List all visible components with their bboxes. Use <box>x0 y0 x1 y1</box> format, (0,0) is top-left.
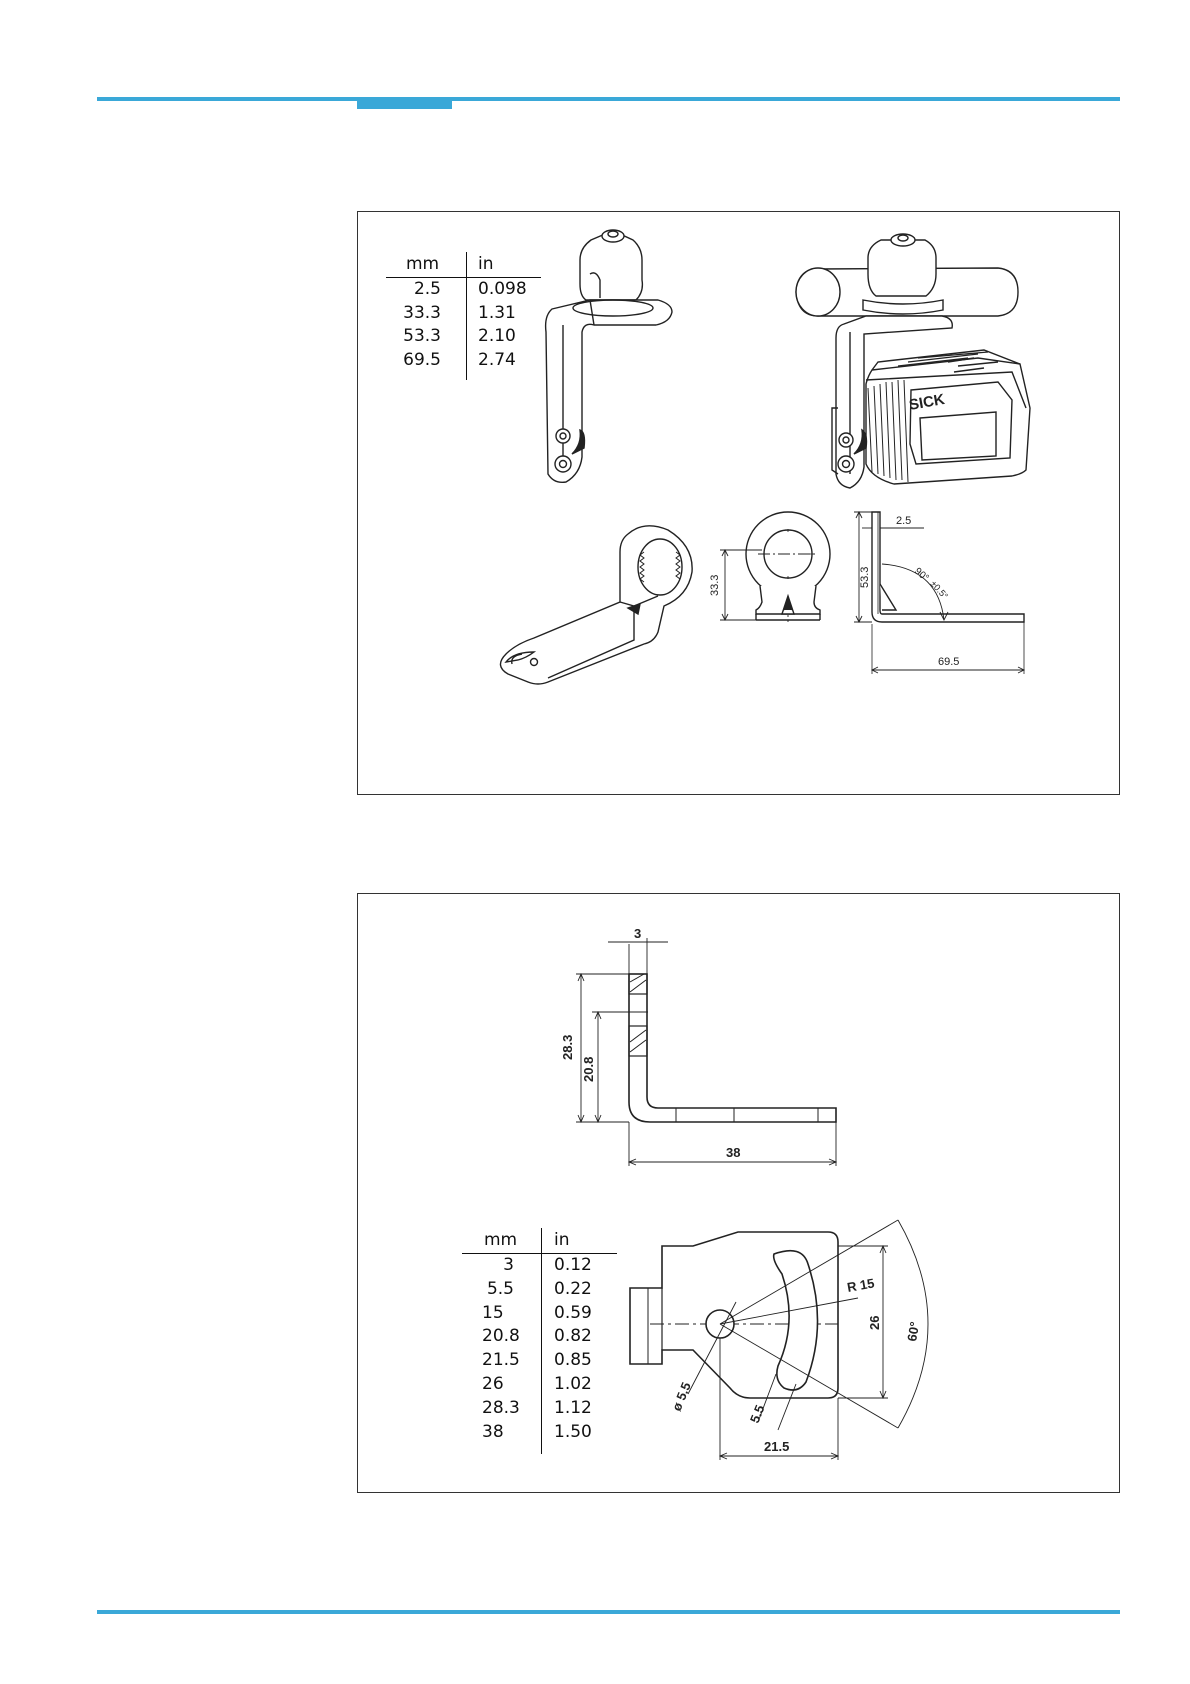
bracket-side-view: 53.3 2.5 90° ±0.5° 69.5 <box>854 512 1024 674</box>
drawing-frame-2: 3 28.3 20.8 38 <box>357 893 1120 1493</box>
dim-69-5-label: 69.5 <box>938 656 959 668</box>
header-rule-left <box>97 97 357 101</box>
table2-header-in: in <box>554 1230 570 1250</box>
dim-26-label: 26 <box>867 1316 882 1330</box>
footer-rule <box>97 1610 1120 1614</box>
dim-radius-label: R 15 <box>846 1275 876 1295</box>
dim-21-5-label: 21.5 <box>764 1439 789 1454</box>
dim-hole-dia-label: ø 5.5 <box>669 1380 694 1413</box>
dim-slot-width-label: 5.5 <box>747 1403 768 1425</box>
bracket-drawings-1: SICK <box>358 212 1121 796</box>
dim-3-label: 3 <box>634 926 641 941</box>
dim-60-angle-label: 60° <box>904 1321 922 1343</box>
header-rule-tab <box>357 97 452 109</box>
dim-28-3-label: 28.3 <box>560 1035 575 1060</box>
dim-angle-tolerance-label: ±0.5° <box>929 579 951 602</box>
dim-33-3-label: 33.3 <box>709 575 721 596</box>
bracket-with-joint-illustration <box>546 230 672 482</box>
dim-53-3-label: 53.3 <box>859 567 871 588</box>
bracket-top-view: R 15 60° 26 ø 5.5 5.5 21.5 <box>630 1220 928 1460</box>
l-profile-side-view: 3 28.3 20.8 38 <box>560 926 836 1166</box>
dim-38-label: 38 <box>726 1145 740 1160</box>
dim-2-5-label: 2.5 <box>896 515 911 527</box>
bracket-front-view: 33.3 <box>709 512 830 622</box>
bare-bracket-illustration <box>500 526 692 684</box>
mounted-scanner-illustration: SICK <box>796 234 1030 488</box>
table2-header-mm: mm <box>484 1230 517 1250</box>
table2-column-rule <box>541 1228 542 1454</box>
dim-angle-label: 90° <box>912 566 931 584</box>
header-rule-right <box>452 97 1120 101</box>
dim-20-8-label: 20.8 <box>581 1057 596 1082</box>
